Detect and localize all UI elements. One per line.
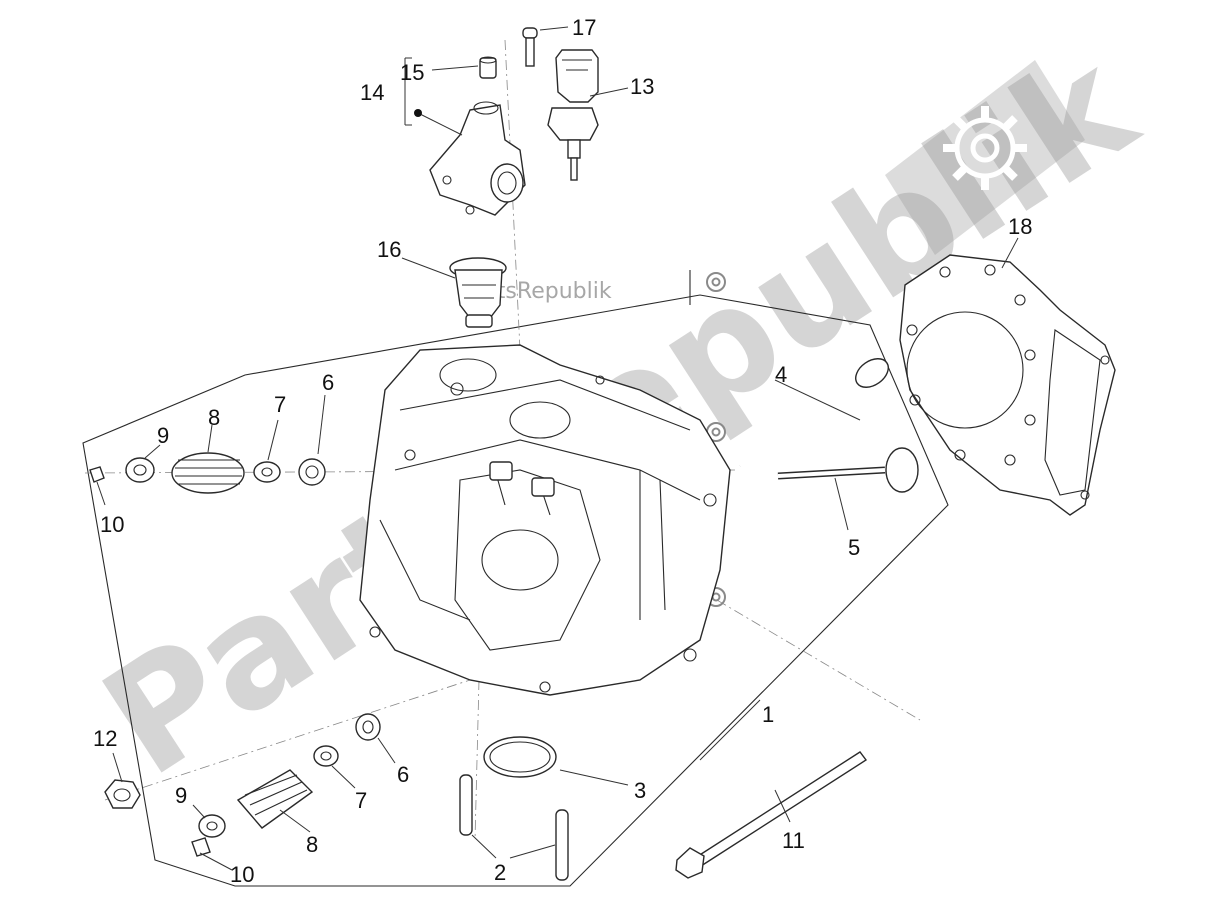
watermark-gear-badge xyxy=(885,60,1085,255)
spring-retainer-lower xyxy=(198,814,226,838)
valve-stem-seal-lower xyxy=(313,745,339,767)
callout-10-lower: 10 xyxy=(230,862,254,887)
thermostat xyxy=(449,257,507,328)
callout-6-lower: 6 xyxy=(397,762,409,787)
callout-15: 15 xyxy=(400,60,424,85)
o-ring xyxy=(483,736,557,778)
cap-nut xyxy=(104,779,141,809)
valve-keeper-upper xyxy=(89,466,105,483)
gear-icon xyxy=(943,106,1027,190)
callout-2: 2 xyxy=(494,860,506,885)
callout-16: 16 xyxy=(377,237,401,262)
valve-exhaust xyxy=(777,447,919,493)
valve-keeper-lower xyxy=(191,837,211,857)
assembly-marker-dot xyxy=(414,109,422,117)
spring-seat-lower xyxy=(355,713,381,741)
callout-7-lower: 7 xyxy=(355,788,367,813)
callouts: 1 2 3 4 5 6 6 7 7 8 8 9 9 10 10 11 12 13… xyxy=(93,15,1032,887)
bleed-screw xyxy=(479,56,497,79)
callout-1: 1 xyxy=(762,702,774,727)
callout-5: 5 xyxy=(848,535,860,560)
callout-13: 13 xyxy=(630,74,654,99)
callout-11: 11 xyxy=(782,828,805,853)
callout-6-upper: 6 xyxy=(322,370,334,395)
callout-8-lower: 8 xyxy=(306,832,318,857)
leader-lines xyxy=(96,26,1019,871)
dowel-pins xyxy=(459,774,569,881)
valve-intake xyxy=(739,358,889,468)
gear-icon xyxy=(706,272,726,292)
callout-8-upper: 8 xyxy=(208,405,220,430)
callout-4: 4 xyxy=(775,362,787,387)
callout-7-upper: 7 xyxy=(274,392,286,417)
head-gasket xyxy=(899,254,1116,516)
callout-17: 17 xyxy=(572,15,596,40)
stud-bolt xyxy=(675,751,868,879)
thermostat-housing xyxy=(429,101,526,216)
assembly-boundary xyxy=(82,294,949,887)
valve-stem-seal-upper xyxy=(253,461,281,483)
callout-10-upper: 10 xyxy=(100,512,124,537)
spring-seat-upper xyxy=(298,458,326,486)
callout-12: 12 xyxy=(93,726,117,751)
cylinder-head xyxy=(359,344,731,696)
callout-3: 3 xyxy=(634,778,646,803)
temperature-sensor xyxy=(547,49,599,181)
valve-spring-upper xyxy=(171,452,245,494)
callout-9-upper: 9 xyxy=(157,423,169,448)
callout-18: 18 xyxy=(1008,214,1032,239)
callout-9-lower: 9 xyxy=(175,783,187,808)
callout-14: 14 xyxy=(360,80,384,105)
valve-spring-lower xyxy=(236,769,314,829)
housing-bolt xyxy=(522,27,538,67)
spring-retainer-upper xyxy=(125,457,155,483)
